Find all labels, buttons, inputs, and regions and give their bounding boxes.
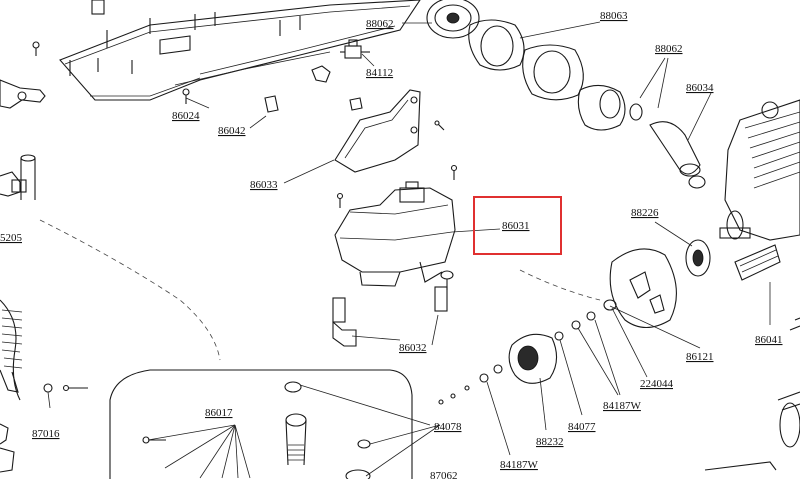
label-88062-right: 88062 [655, 43, 683, 55]
label-88226: 88226 [631, 207, 659, 219]
fuel-fitting-drawing [264, 39, 370, 113]
label-86033: 86033 [250, 179, 278, 191]
bottom-right-parts [704, 391, 800, 471]
left-suspension-parts [0, 79, 88, 473]
part-labels: 88062 88063 88062 84112 86024 86042 8603… [0, 10, 783, 479]
chassis-plate-drawing [59, 0, 421, 101]
label-84112: 84112 [366, 67, 393, 79]
label-86034: 86034 [686, 82, 714, 94]
engine-drawing [719, 99, 800, 241]
label-88232: 88232 [536, 436, 564, 448]
leader-lines [47, 21, 771, 479]
highlight-box-86031 [473, 196, 562, 255]
label-84077: 84077 [568, 421, 596, 433]
drive-shaft-drawing [142, 381, 371, 479]
label-86017: 86017 [205, 407, 233, 419]
label-84078: 84078 [434, 421, 462, 433]
dashed-routing-line-left [39, 219, 221, 361]
label-86121: 86121 [686, 351, 714, 363]
label-86024: 86024 [172, 110, 200, 122]
air-filter-parts [426, 0, 643, 131]
label-87016: 87016 [32, 428, 60, 440]
exhaust-coupler-drawing [649, 121, 706, 189]
clutch-bell-drawing [508, 333, 558, 384]
clutch-drawing [609, 239, 711, 329]
tank-bracket-drawing [334, 89, 458, 208]
engine-mount-drawing [734, 244, 800, 331]
washers-bearings [438, 299, 617, 405]
label-86041: 86041 [755, 334, 783, 346]
left-screws [32, 41, 190, 104]
label-84187w-bottom: 84187W [500, 459, 539, 471]
body-outline [109, 369, 413, 479]
label-86032: 86032 [399, 342, 427, 354]
label-224044: 224044 [640, 378, 674, 390]
label-87062: 87062 [430, 470, 458, 479]
dashed-routing-line-right [519, 269, 601, 301]
label-88063: 88063 [600, 10, 628, 22]
label-86031: 86031 [502, 220, 530, 232]
label-88062-top: 88062 [366, 18, 394, 30]
fuel-tank-drawing [334, 181, 456, 287]
label-86042: 86042 [218, 125, 246, 137]
label-5205: 5205 [0, 232, 23, 244]
label-84187w-right: 84187W [603, 400, 642, 412]
tank-fittings-drawing [332, 270, 454, 347]
